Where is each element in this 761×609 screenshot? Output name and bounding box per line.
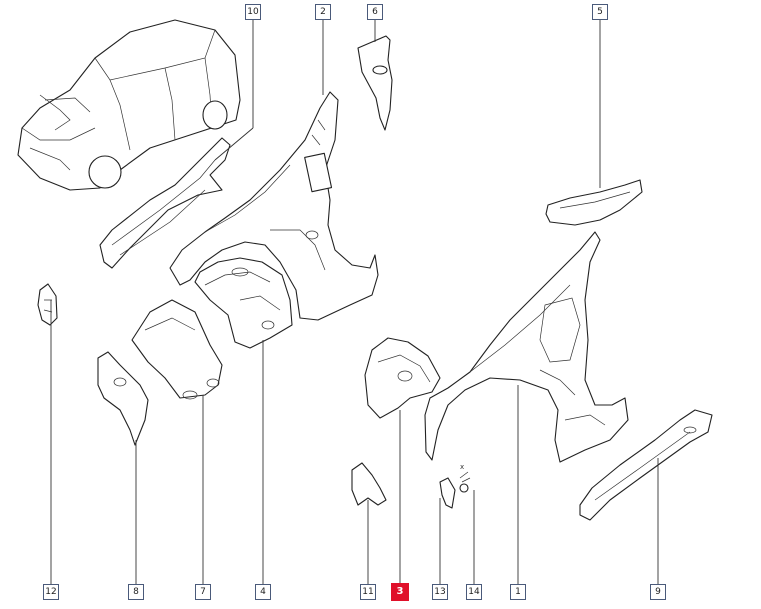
part-8-shape [97,351,149,446]
callout-3-selected[interactable]: 3 [391,583,409,601]
callout-1[interactable]: 1 [510,584,526,600]
callout-5[interactable]: 5 [592,4,608,20]
callout-7[interactable]: 7 [195,584,211,600]
callout-11[interactable]: 11 [360,584,376,600]
part-3-shape [364,337,441,419]
callout-12[interactable]: 12 [43,584,59,600]
part-7-shape [131,299,223,400]
callout-6[interactable]: 6 [367,4,383,20]
part-1-shape [424,231,629,463]
callout-14[interactable]: 14 [466,584,482,600]
callout-8[interactable]: 8 [128,584,144,600]
part-4-shape [194,257,293,349]
callout-4[interactable]: 4 [255,584,271,600]
part-6-shape [357,35,393,131]
part-14-shape [459,471,471,493]
part-13-shape [439,477,456,509]
car-overview-illustration [17,19,241,191]
part-2-shape [169,91,379,321]
callout-13[interactable]: 13 [432,584,448,600]
small-x-mark: x [460,463,465,471]
part-11-shape [351,462,387,506]
leader-lines [50,20,659,584]
callout-9[interactable]: 9 [650,584,666,600]
part-9-shape [579,409,713,521]
part-5-shape [545,179,643,226]
part-10-shape [99,137,231,269]
part-12-shape [37,283,58,326]
callout-10[interactable]: 10 [245,4,261,20]
callout-2[interactable]: 2 [315,4,331,20]
